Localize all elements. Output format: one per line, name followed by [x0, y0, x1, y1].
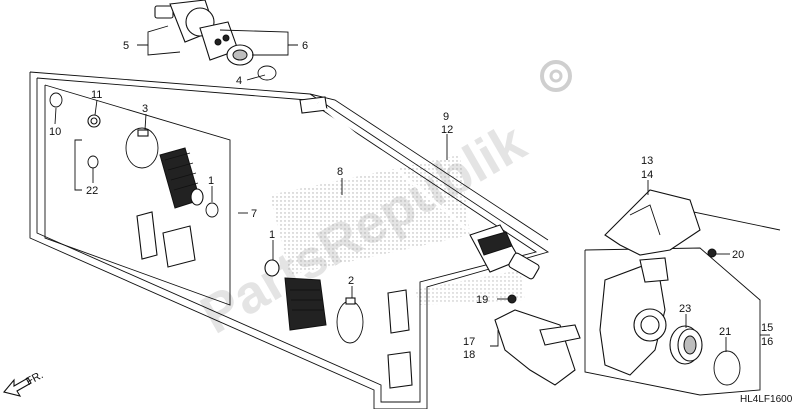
callout-1b: 1: [269, 229, 275, 241]
callout-18: 18: [463, 349, 475, 361]
callout-10: 10: [49, 126, 61, 138]
figure-code: HL4LF1600: [740, 394, 793, 405]
inner-joint-assembly: [154, 0, 277, 81]
callout-16: 16: [761, 336, 773, 348]
callout-1a: 1: [208, 175, 214, 187]
wheel-bearing: [669, 325, 703, 365]
callout-23: 23: [679, 303, 691, 315]
callout-14: 14: [641, 169, 653, 181]
arrow-left-icon: [3, 377, 32, 397]
front-direction-indicator: FR.: [3, 369, 45, 397]
callout-17: 17: [463, 336, 475, 348]
callout-21: 21: [719, 326, 731, 338]
dotted-shading: [270, 155, 525, 305]
gear-icon: [540, 60, 572, 92]
direction-label: FR.: [24, 369, 45, 388]
circlip-part: [257, 65, 277, 81]
callout-11: 11: [91, 89, 102, 101]
bearing-race-part: [226, 44, 254, 66]
left-cv-kit: [49, 92, 219, 268]
callout-4: 4: [236, 75, 242, 87]
drive-shaft: [299, 96, 540, 280]
callout-20: 20: [732, 249, 744, 261]
callout-9: 9: [443, 111, 449, 123]
knuckle-shield: [604, 189, 717, 258]
leader-lines: [54, 25, 770, 352]
callout-13: 13: [641, 155, 653, 167]
callout-2: 2: [348, 275, 354, 287]
callout-8: 8: [337, 166, 343, 178]
caliper-bracket: [494, 294, 581, 386]
right-cv-kit: [264, 259, 413, 389]
snap-ring: [713, 350, 741, 386]
callout-6: 6: [302, 40, 308, 52]
callout-22: 22: [86, 185, 98, 197]
callout-15: 15: [761, 322, 773, 334]
steering-knuckle: [599, 257, 669, 376]
callout-7: 7: [251, 208, 257, 220]
callout-3: 3: [142, 103, 148, 115]
callout-12: 12: [441, 124, 453, 136]
callout-19: 19: [476, 294, 488, 306]
callouts: 5 6 4 11 3 10 22 1 7 8 9 12 1 2 13 14 20…: [49, 40, 773, 361]
callout-5: 5: [123, 40, 129, 52]
